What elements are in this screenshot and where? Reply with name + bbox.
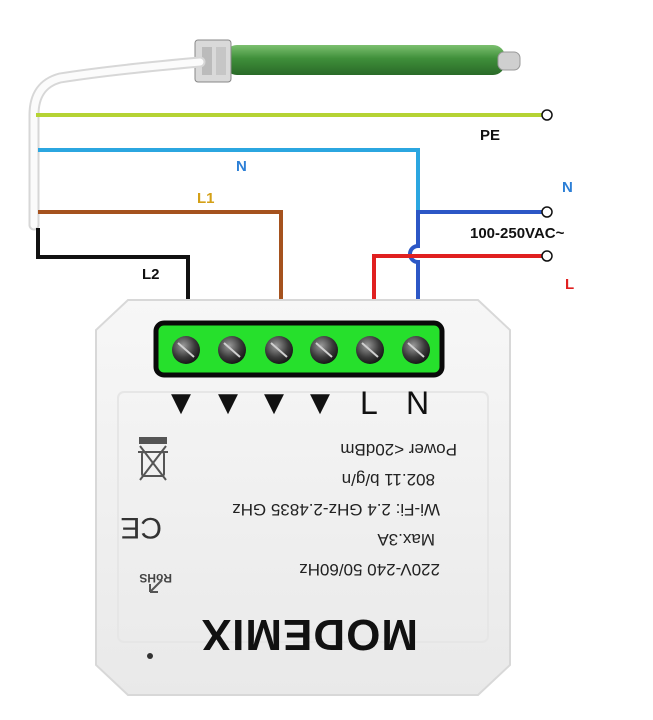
neutral-supply-wire bbox=[408, 210, 542, 322]
l1-label: L1 bbox=[197, 190, 215, 207]
pe-terminal-dot bbox=[541, 109, 553, 121]
weee-bin-icon bbox=[138, 437, 168, 481]
ce-mark: CE bbox=[120, 511, 162, 544]
neutral-label: N bbox=[236, 158, 247, 175]
tubular-motor bbox=[194, 39, 521, 83]
l-terminal-dot bbox=[541, 250, 553, 262]
terminal-screws bbox=[172, 336, 430, 364]
motor-cable bbox=[28, 56, 206, 231]
neutral-wire bbox=[38, 148, 420, 236]
n-terminal-dot bbox=[541, 206, 553, 218]
pe-label: PE bbox=[480, 127, 500, 144]
supply-live-label: L bbox=[565, 276, 574, 293]
terminal-marker-2: ▼ bbox=[218, 388, 238, 418]
terminal-l-label: L bbox=[360, 385, 378, 421]
terminal-marker-4: ▼ bbox=[310, 388, 330, 418]
relay-module: ▼ ▼ ▼ ▼ L N Power <20dBm 802.11 b/g/n Wi… bbox=[95, 299, 511, 696]
l2-label: L2 bbox=[142, 266, 160, 283]
indicator-dot bbox=[147, 653, 153, 659]
terminal-marker-1: ▼ bbox=[171, 388, 191, 418]
l1-wire bbox=[38, 210, 283, 322]
supply-voltage-label: 100-250VAC~ bbox=[470, 225, 565, 242]
supply-neutral-label: N bbox=[562, 179, 573, 196]
l2-wire bbox=[36, 228, 190, 322]
terminal-n-label: N bbox=[406, 385, 429, 421]
brand-logo: MODEMIX bbox=[201, 610, 418, 659]
spec-voltage: 220V-240 50/60Hz bbox=[299, 560, 440, 579]
terminal-marker-3: ▼ bbox=[264, 388, 284, 418]
spec-max-current: Max.3A bbox=[377, 530, 435, 549]
spec-wifi-frequency: Wi-Fi: 2.4 GHz-2.4835 GHz bbox=[232, 500, 440, 519]
arrow-icon bbox=[149, 579, 163, 593]
rohs-label: RoHS bbox=[139, 571, 172, 585]
spec-power: Power <20dBm bbox=[340, 440, 457, 459]
spec-wifi-standard: 802.11 b/g/n bbox=[342, 470, 435, 489]
